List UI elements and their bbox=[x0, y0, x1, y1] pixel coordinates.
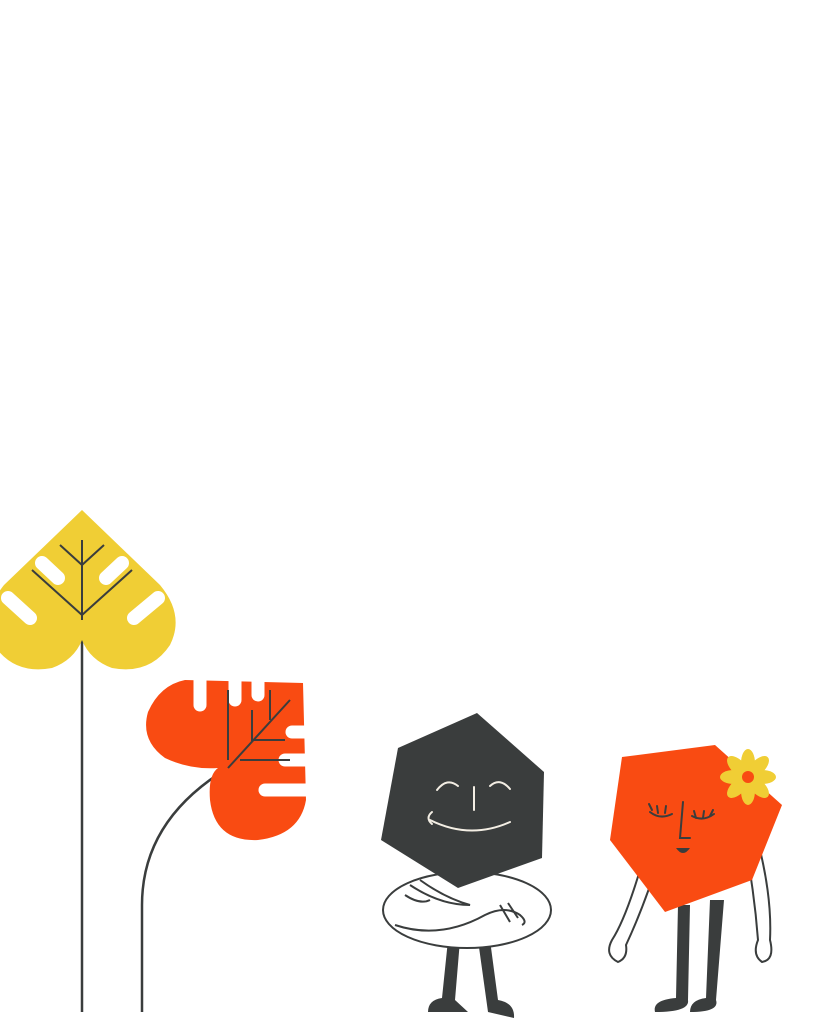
yellow-leaf-veins bbox=[31, 540, 133, 620]
dark-character-legs bbox=[428, 940, 515, 1018]
yellow-leaf-plant bbox=[0, 510, 176, 1012]
orange-character-face bbox=[648, 801, 715, 839]
mouth bbox=[676, 848, 690, 853]
yellow-leaf-slots bbox=[1, 556, 165, 625]
orange-leaf-veins bbox=[227, 690, 291, 769]
smile bbox=[429, 819, 511, 832]
orange-leaf-stem bbox=[140, 766, 229, 1012]
orange-leaf-plant bbox=[140, 673, 317, 1012]
orange-hexagon-character bbox=[608, 745, 782, 1012]
flower-icon bbox=[720, 749, 776, 805]
orange-character-legs bbox=[654, 900, 724, 1012]
orange-leaf-slots bbox=[193, 673, 317, 797]
left-eye-icon bbox=[436, 781, 459, 791]
right-eye-icon bbox=[489, 781, 511, 790]
orange-leaf bbox=[146, 680, 306, 841]
dark-character-face bbox=[427, 781, 511, 832]
left-closed-eye-icon bbox=[649, 811, 673, 818]
dark-hexagon-head bbox=[381, 713, 544, 888]
nose bbox=[678, 801, 691, 839]
orange-character-arms bbox=[608, 848, 773, 964]
crossed-arms bbox=[394, 879, 526, 932]
yellow-leaf bbox=[0, 510, 176, 670]
dark-hexagon-character bbox=[381, 713, 552, 1018]
